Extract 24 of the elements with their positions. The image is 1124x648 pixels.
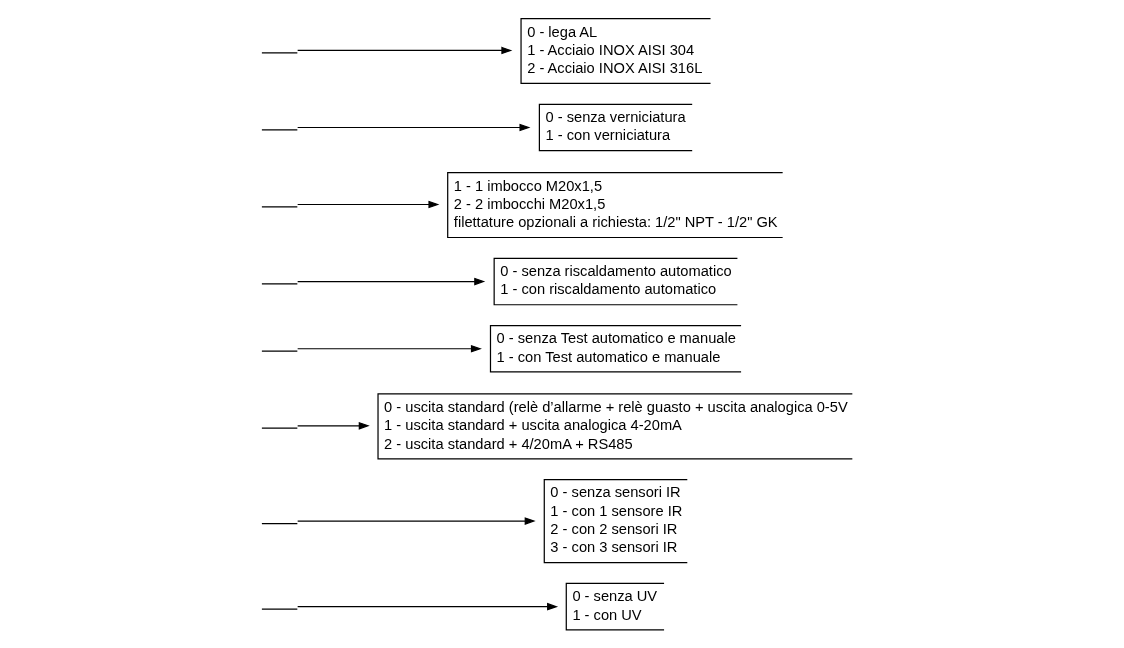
node-bar — [261, 522, 298, 525]
node-bar — [261, 350, 298, 352]
arrow — [297, 421, 370, 430]
arrow — [297, 277, 486, 286]
arrow — [297, 602, 559, 611]
node-bar — [261, 283, 298, 285]
arrow — [297, 123, 531, 132]
node-bar — [261, 206, 298, 208]
node-text: 0 - senza riscaldamento automatico 1 - con riscaldamento automatico — [500, 263, 732, 298]
node-bar — [261, 427, 298, 429]
node-bar — [261, 608, 298, 610]
arrow — [297, 46, 513, 55]
node-text: 0 - lega AL 1 - Acciaio INOX AISI 304 2 - Acciaio INOX AISI 316L — [527, 23, 703, 77]
node-text: 1 - 1 imbocco M20x1,5 2 - 2 imbocchi M20x1,5 filettature opzionali a richiesta: 1/2" NPT - 1/2" GK — [453, 177, 778, 231]
node-bar — [261, 129, 298, 131]
node-text: 0 - senza UV 1 - con UV — [572, 588, 658, 623]
node-text: 0 - senza verniciatura 1 - con verniciatura — [545, 109, 686, 144]
arrow — [297, 517, 536, 525]
node-text: 0 - uscita standard (relè d’allarme + relè guasto + uscita analogica 0-5V 1 - uscita standard + uscita analogica 4-20mA 2 - uscita standard + 4/20mA + RS485 — [384, 398, 848, 452]
node-text: 0 - senza sensori IR 1 - con 1 sensore IR 2 - con 2 sensori IR 3 - con 3 sensori IR — [550, 484, 683, 556]
arrow — [297, 200, 440, 209]
node-bar — [261, 52, 298, 54]
arrow — [297, 344, 482, 353]
node-text: 0 - senza Test automatico e manuale 1 - con Test automatico e manuale — [496, 330, 736, 365]
